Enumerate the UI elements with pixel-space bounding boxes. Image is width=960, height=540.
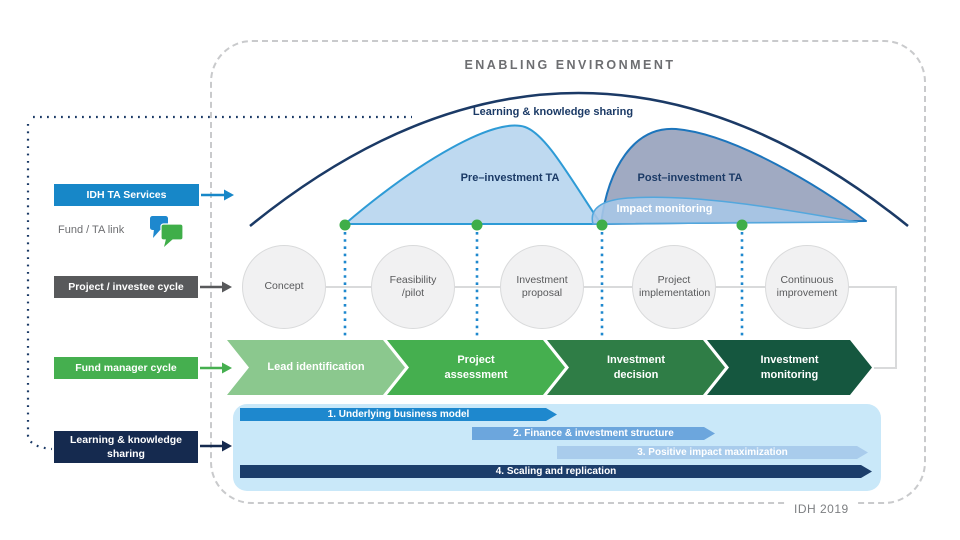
chevron-label: Lead identification [267,361,365,374]
chevron-label: Investment monitoring [760,354,819,381]
bar-underlying-business-model: 1. Underlying business model [240,408,557,421]
stage-circle-feasibility: Feasibility /pilot [371,245,455,329]
chevron-investment-monitoring: Investment monitoring [707,340,872,395]
dotted-learning-line-vertical [26,124,53,451]
legend-idh-ta-services: IDH TA Services [54,184,199,206]
legend-fund-ta-link: Fund / TA link [58,224,125,236]
stage-circle-project-implementation: Project implementation [632,245,716,329]
legend-project-investee-cycle: Project / investee cycle [54,276,198,298]
stage-label: Project implementation [639,273,711,299]
stage-label: Concept [264,280,304,293]
pre-investment-ta-label: Pre–investment TA [460,172,560,184]
stage-circle-continuous-improvement: Continuous improvement [765,245,849,329]
impact-monitoring-label: Impact monitoring [616,203,713,215]
stage-label: Feasibility /pilot [389,273,437,299]
stage-label: Investment proposal [516,273,568,299]
post-investment-ta-label: Post–investment TA [637,172,743,184]
chevron-label: Investment decision [606,354,666,381]
chevron-lead-identification: Lead identification [227,340,405,395]
credit-label: IDH 2019 [786,501,857,517]
enabling-environment-title: ENABLING ENVIRONMENT [464,58,676,72]
bar-finance-investment-structure: 2. Finance & investment structure [472,427,715,440]
legend-learning-knowledge-sharing: Learning & knowledge sharing [54,431,198,463]
chevron-investment-decision: Investment decision [547,340,725,395]
stage-circle-investment-proposal: Investment proposal [500,245,584,329]
stage-label: Continuous improvement [776,273,838,299]
stage-circle-concept: Concept [242,245,326,329]
learning-sharing-label: Learning & knowledge sharing [472,106,634,118]
legend-fund-manager-cycle: Fund manager cycle [54,357,198,379]
chevron-label: Project assessment [444,354,508,381]
chevron-project-assessment: Project assessment [387,340,565,395]
enabling-environment-border [210,40,926,504]
bar-scaling-and-replication: 4. Scaling and replication [240,465,872,478]
bar-positive-impact-maximization: 3. Positive impact maximization [557,446,868,459]
speech-bubbles-icon [150,216,184,247]
